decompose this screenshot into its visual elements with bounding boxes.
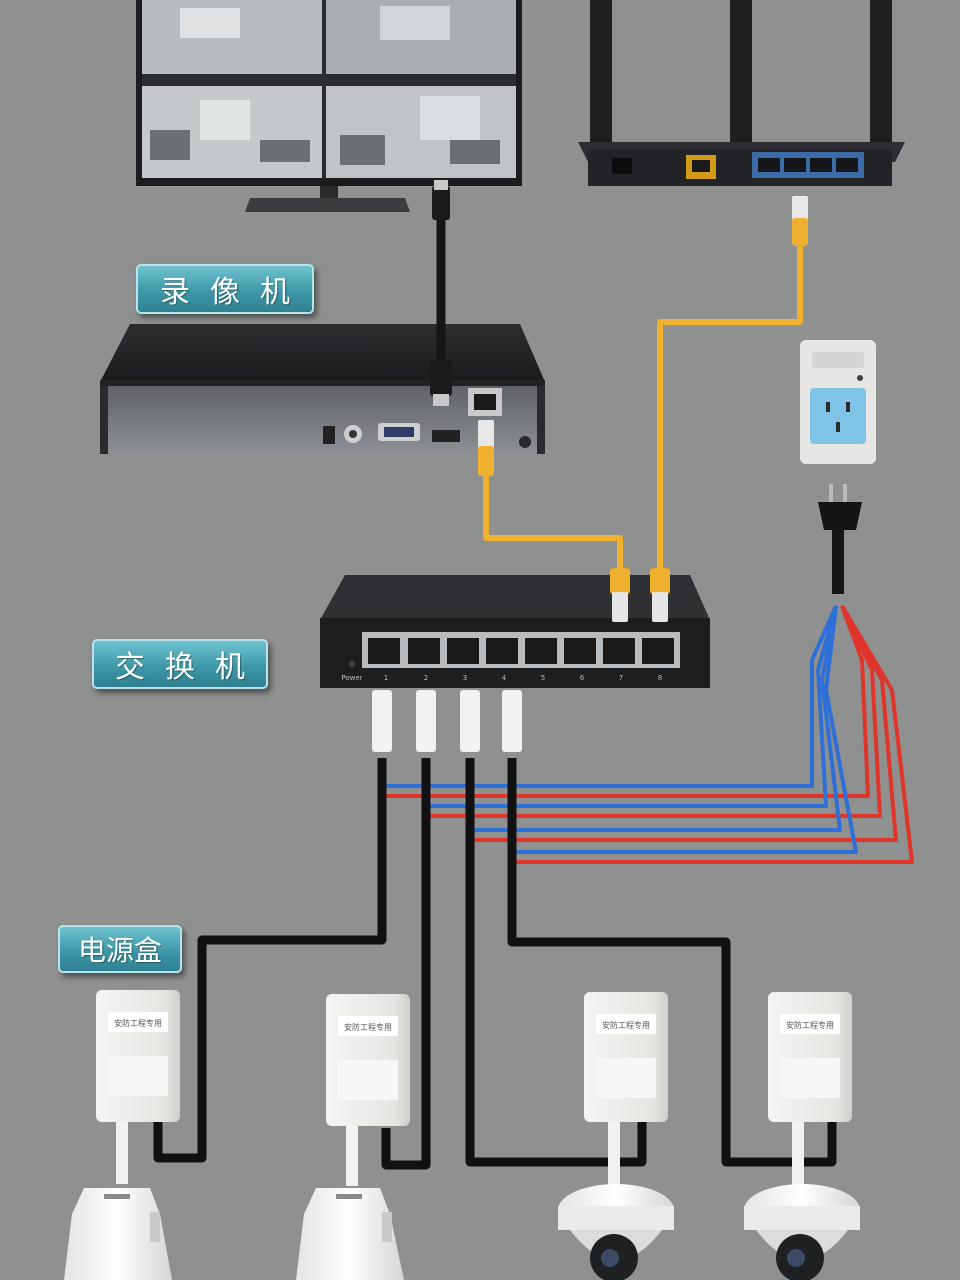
switch-port-number: 6 [580, 674, 585, 682]
power-box-brand: 安防工程专用 [602, 1020, 650, 1030]
power-box: 安防工程专用 [326, 994, 410, 1186]
dome-camera [558, 1184, 674, 1280]
switch-port-number: 1 [384, 674, 388, 682]
switch-port-number: 2 [424, 674, 428, 682]
power-wires [386, 604, 914, 864]
power-box: 安防工程专用 [584, 992, 668, 1186]
switch-port-number: 8 [658, 674, 662, 682]
power-plug [818, 484, 862, 594]
power-box-brand: 安防工程专用 [344, 1022, 392, 1032]
label-switch: 交换机 [92, 639, 268, 689]
switch-power-label: Power [341, 674, 362, 682]
router [578, 0, 905, 186]
power-box: 安防工程专用 [96, 990, 180, 1184]
network-cables [483, 238, 803, 580]
hdmi-cable [430, 180, 452, 406]
monitor [136, 0, 522, 212]
camera-cables [153, 758, 837, 1170]
switch-port-number: 4 [502, 674, 507, 682]
switch-port-number: 3 [463, 674, 467, 682]
bullet-camera [64, 1188, 172, 1280]
power-box-brand: 安防工程专用 [786, 1020, 834, 1030]
dome-camera [744, 1184, 860, 1280]
switch-port-number: 5 [541, 674, 545, 682]
wall-socket [800, 340, 876, 464]
power-box: 安防工程专用 [768, 992, 852, 1186]
power-box-brand: 安防工程专用 [114, 1018, 162, 1028]
label-nvr: 录像机 [136, 264, 314, 314]
switch-port-number: 7 [619, 674, 623, 682]
bullet-camera [296, 1188, 404, 1280]
rj45-plug [372, 690, 522, 752]
label-power-box: 电源盒 [58, 925, 182, 973]
rj45-plug [478, 196, 808, 622]
